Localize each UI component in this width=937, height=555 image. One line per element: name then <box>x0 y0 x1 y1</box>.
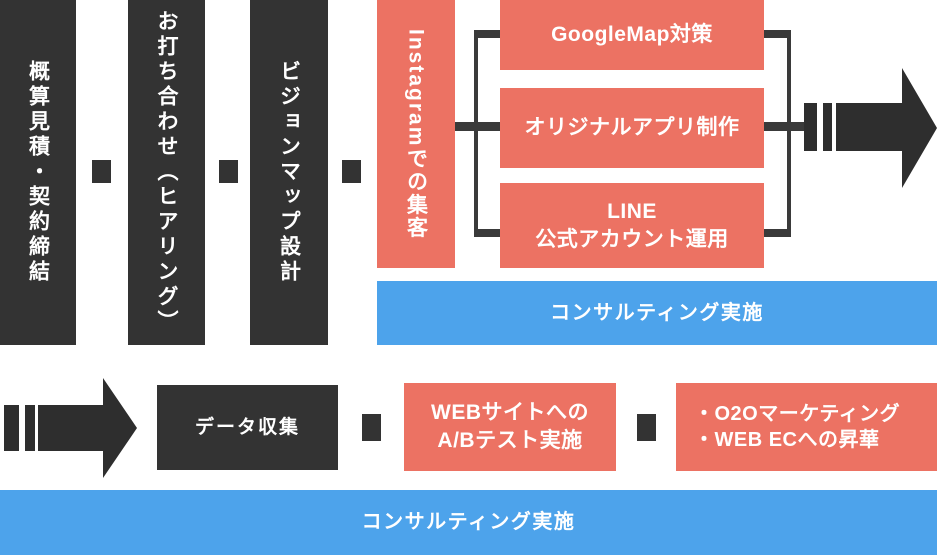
consulting-band-bottom-label: コンサルティング実施 <box>361 511 576 534</box>
square-connector-icon-5 <box>637 414 656 441</box>
step-box-3: ビジョンマップ設計 <box>250 0 328 345</box>
step-box-2-label: お打ち合わせ（ヒアリング） <box>155 10 179 335</box>
right-arrow-icon-top-bar-2 <box>823 103 832 151</box>
square-connector-icon-4 <box>362 414 381 441</box>
step-box-1-label: 概算見積・契約締結 <box>26 60 50 285</box>
consulting-band-top-label: コンサルティング実施 <box>550 301 764 324</box>
branch-bracket-icon-left-spine <box>474 31 478 237</box>
step-box-2: お打ち合わせ（ヒアリング） <box>128 0 205 345</box>
branch-box-original-app: オリジナルアプリ制作 <box>500 88 764 168</box>
step-box-4-instagram: Instagramでの集客 <box>377 0 455 268</box>
step-box-3-label: ビジョンマップ設計 <box>277 60 301 285</box>
branch-box-googlemap-label: GoogleMap対策 <box>551 23 713 47</box>
branch-bracket-icon-right-spine <box>787 31 791 237</box>
branch-box-original-app-label: オリジナルアプリ制作 <box>524 116 740 140</box>
consulting-band-top: コンサルティング実施 <box>377 281 937 345</box>
branch-bracket-icon-left-trunk <box>455 122 500 131</box>
step-box-4-label: Instagramでの集客 <box>404 28 428 240</box>
step-box-6-label: WEBサイトへの A/Bテスト実施 <box>431 401 589 452</box>
branch-bracket-icon-right-stub-1 <box>764 30 791 38</box>
branch-bracket-icon-left-stub-3 <box>474 229 500 237</box>
right-arrow-icon-top-head <box>836 68 937 188</box>
branch-bracket-icon-right-trunk <box>764 122 809 131</box>
square-connector-icon-3 <box>342 160 361 183</box>
step-box-7-o2o: ・O2Oマーケティング ・WEB ECへの昇華 <box>676 383 937 471</box>
square-connector-icon-1 <box>92 160 111 183</box>
square-connector-icon-2 <box>219 160 238 183</box>
right-arrow-icon-bottom-bar-2 <box>25 405 35 451</box>
right-arrow-icon-bottom <box>0 378 140 478</box>
branch-bracket-icon-left-stub-1 <box>474 30 500 38</box>
branch-box-line-label: LINE 公式アカウント運用 <box>535 199 729 251</box>
branch-box-googlemap: GoogleMap対策 <box>500 0 764 70</box>
right-arrow-icon-top-bar-1 <box>804 103 817 151</box>
branch-box-line: LINE 公式アカウント運用 <box>500 183 764 268</box>
right-arrow-icon-bottom-bar-1 <box>4 405 19 451</box>
right-arrow-icon-top <box>800 68 937 188</box>
step-box-7-label: ・O2Oマーケティング ・WEB ECへの昇華 <box>694 402 901 451</box>
step-box-5-data-collection: データ収集 <box>157 385 338 470</box>
consulting-band-bottom: コンサルティング実施 <box>0 490 937 555</box>
step-box-1: 概算見積・契約締結 <box>0 0 76 345</box>
right-arrow-icon-bottom-head <box>38 378 137 478</box>
step-box-6-ab-test: WEBサイトへの A/Bテスト実施 <box>404 383 616 471</box>
step-box-5-label: データ収集 <box>194 416 300 438</box>
branch-bracket-icon-right-stub-3 <box>764 229 791 237</box>
